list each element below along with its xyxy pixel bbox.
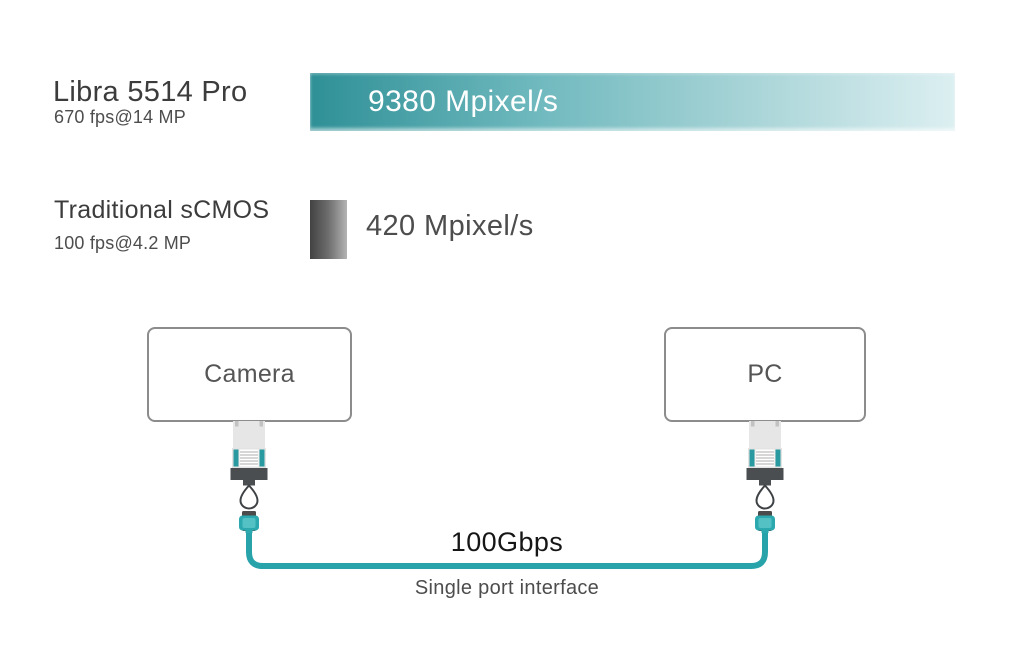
traditional-throughput-value: 420 Mpixel/s	[366, 210, 534, 242]
traditional-throughput-bar	[310, 200, 347, 259]
camera-node-box: Camera	[147, 327, 352, 422]
pc-node-label: PC	[747, 360, 783, 388]
link-speed-label: 100Gbps	[450, 527, 564, 557]
libra-throughput-bar: 9380 Mpixel/s	[310, 73, 955, 131]
product-title: Libra 5514 Pro	[53, 76, 248, 108]
traditional-title: Traditional sCMOS	[54, 196, 270, 224]
traditional-spec: 100 fps@4.2 MP	[54, 233, 192, 253]
libra-throughput-value: 9380 Mpixel/s	[368, 85, 559, 118]
camera-node-label: Camera	[204, 360, 295, 388]
pc-node-box: PC	[664, 327, 866, 422]
pc-transceiver-icon	[745, 421, 785, 533]
camera-transceiver-icon	[229, 421, 269, 533]
link-caption-label: Single port interface	[414, 577, 600, 599]
product-spec: 670 fps@14 MP	[54, 107, 186, 127]
